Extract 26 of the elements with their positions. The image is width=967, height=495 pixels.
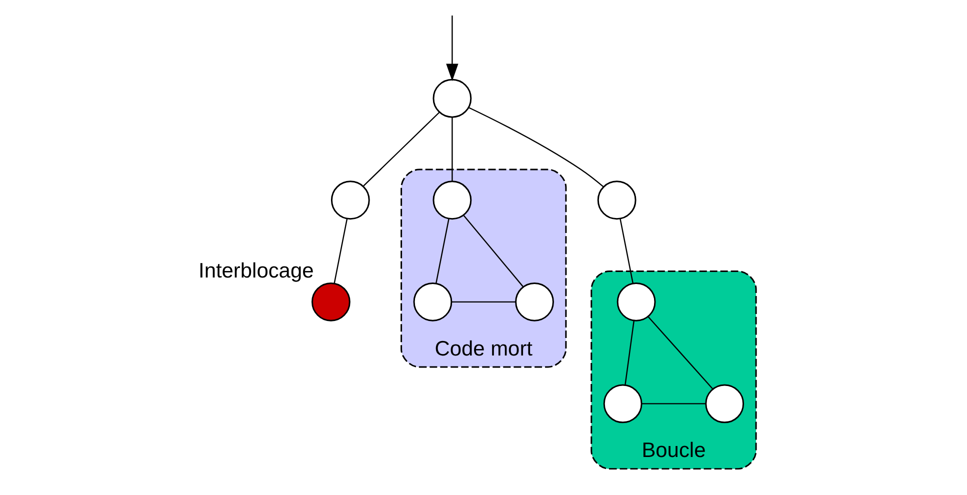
connector — [624, 320, 634, 385]
node-circle — [412, 282, 452, 322]
connector — [362, 112, 440, 186]
node-label: Boucle — [641, 439, 706, 462]
cluster — [400, 168, 566, 368]
node-label: Interblocage — [198, 260, 314, 283]
node-circle — [432, 180, 472, 220]
connector — [451, 118, 452, 182]
node-circle — [311, 282, 350, 322]
node-circle — [514, 282, 554, 322]
connector — [333, 218, 348, 284]
cluster — [590, 270, 756, 470]
connector — [468, 106, 604, 188]
node-circle — [704, 384, 744, 424]
connector — [462, 215, 524, 288]
connector — [647, 316, 713, 390]
node-circle — [616, 282, 656, 322]
node-circle — [602, 384, 642, 424]
node-circle — [432, 78, 472, 118]
connector — [451, 301, 516, 303]
arrow — [446, 16, 458, 82]
node-circle — [596, 180, 636, 220]
connector — [641, 403, 706, 404]
connector — [435, 218, 449, 284]
node-label: Code mort — [434, 337, 532, 360]
node-circle — [330, 180, 370, 220]
